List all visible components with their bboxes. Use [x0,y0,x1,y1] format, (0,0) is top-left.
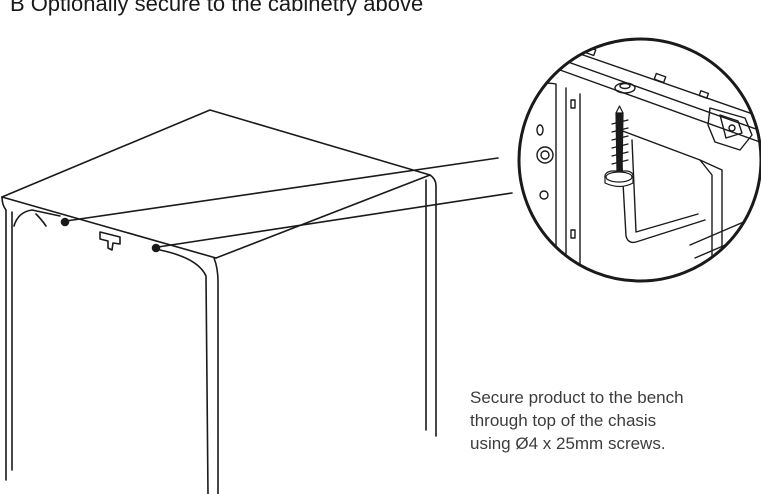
cabinet-front-edge [1,196,7,481]
instruction-line-1: Secure product to the bench [470,388,684,407]
cabinet-back-edge [1,196,217,259]
cabinet-inner-corner [159,249,209,494]
callout-line-lower [157,192,513,248]
zoom-circle-frame [517,37,761,283]
step-title: Optionally secure to the cabinetry above [30,0,424,16]
cabinet-outline [1,109,437,494]
callout-lines [65,157,513,248]
bracket-icon [99,231,121,251]
screw-hole-icon [151,243,161,253]
cabinet-left-lip [13,209,61,227]
screw-icon [604,105,634,188]
step-heading: B Optionally secure to the cabinetry abov… [10,0,423,17]
instruction-note: Secure product to the bench through top … [470,386,755,455]
left-clip-icon [35,213,47,227]
callout-line-upper [65,157,499,222]
cabinet-front-corner [213,257,219,494]
chassis-details [35,213,161,253]
cabinet-right-side [429,174,437,437]
cabinet-top-panel [1,109,431,259]
screw-hole-icon [60,217,70,227]
instruction-line-3: using Ø4 x 25mm screws. [470,434,666,453]
step-letter: B [10,0,25,16]
instruction-line-2: through top of the chasis [470,411,657,430]
zoom-detail [517,37,761,283]
